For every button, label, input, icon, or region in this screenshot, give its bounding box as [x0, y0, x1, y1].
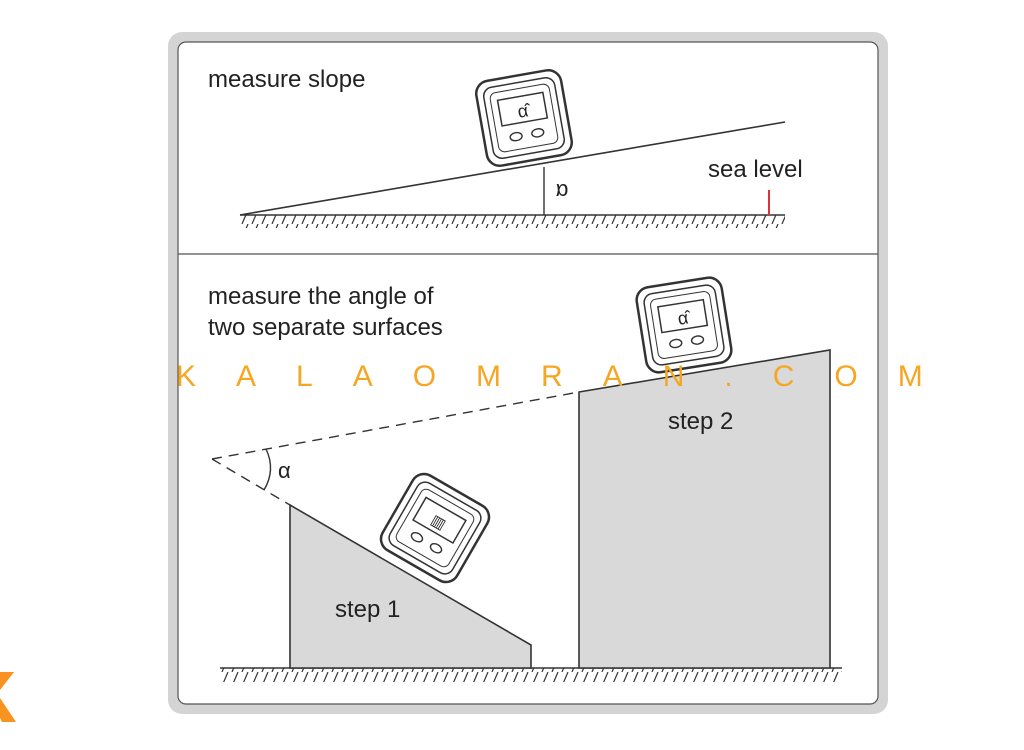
sea-level-label: sea level [708, 156, 803, 183]
bottom-angle-label: α [278, 458, 291, 483]
top-panel-title: measure slope [208, 66, 365, 93]
step-2-block [578, 349, 831, 669]
step-2-label: step 2 [668, 408, 733, 435]
step-1-inclinometer-device: ▥ [375, 468, 495, 588]
step-1-label: step 1 [335, 596, 400, 623]
step-1-block [289, 503, 532, 669]
top-inclinometer-device: α̂ [472, 66, 576, 170]
bottom-panel-title-line1: measure the angle of [208, 283, 434, 310]
angle-arc [263, 448, 272, 491]
angle-extension-upper [211, 391, 580, 460]
step-2-inclinometer-device: α̂ [633, 274, 735, 376]
corner-logo-mark [0, 672, 14, 690]
angle-extension-lower [211, 458, 291, 506]
top-angle-label: α [555, 179, 568, 204]
corner-logo-mark-lower [0, 698, 16, 722]
bottom-ground-hatch [220, 668, 842, 682]
bottom-panel-title-line2: two separate surfaces [208, 314, 443, 341]
watermark-text: KALAOMRAN.COM [176, 360, 963, 393]
slope-line [239, 121, 786, 216]
top-ground-hatch [240, 215, 785, 228]
